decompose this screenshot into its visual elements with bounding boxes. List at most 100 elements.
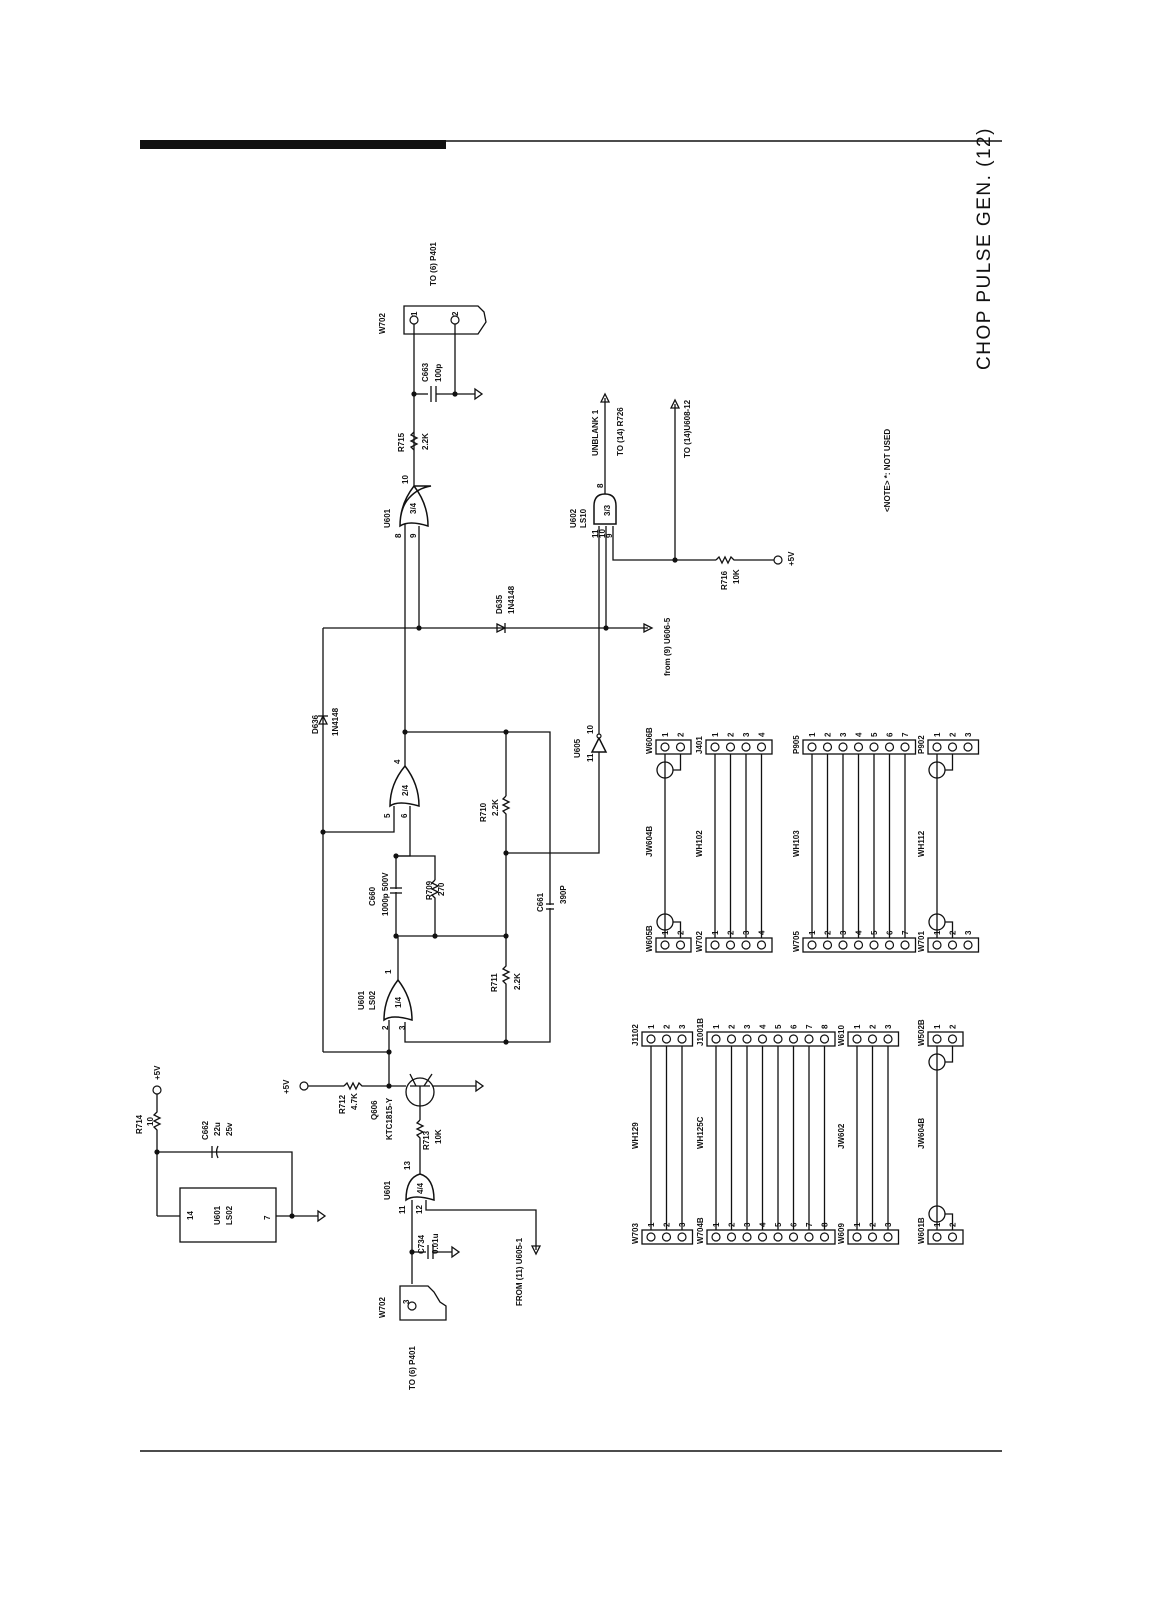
- svg-text:6: 6: [400, 813, 409, 818]
- svg-text:Q606: Q606: [370, 1100, 379, 1120]
- connector-pin: [804, 1232, 814, 1242]
- pin-label: 3: [964, 732, 973, 737]
- u601-gate-4-4: 4/4 U601 11 12 13: [383, 1161, 435, 1214]
- pin-label: 1: [661, 732, 670, 737]
- connector-pin: [646, 1232, 656, 1242]
- svg-text:C734: C734: [417, 1234, 426, 1254]
- pin-label: 5: [870, 732, 879, 737]
- connector-header: [655, 937, 692, 953]
- svg-text:7: 7: [263, 1215, 272, 1220]
- connector-pin: [742, 1034, 752, 1044]
- svg-text:11: 11: [591, 529, 600, 538]
- connector-pin: [883, 1232, 893, 1242]
- connector-pin: [675, 742, 686, 752]
- c734-capacitor: C734 0.01u: [417, 1233, 452, 1259]
- connector-pin: [947, 1034, 958, 1044]
- ref-to-p401-top: TO (6) P401: [429, 242, 438, 286]
- r709-resistor: R709 270: [425, 879, 446, 936]
- ref-to-r726: TO (14) R726: [616, 407, 625, 456]
- w702-bottom-connector: W702 3: [378, 1285, 447, 1321]
- connector-pin: [725, 742, 736, 752]
- connector-pin: [773, 1034, 783, 1044]
- connector-pin: [947, 940, 958, 950]
- svg-text:W702: W702: [378, 1297, 387, 1318]
- c661-capacitor: C661 390P: [536, 885, 568, 912]
- connector-pin: [932, 742, 942, 752]
- svg-text:U601: U601: [357, 990, 366, 1010]
- svg-text:1N4148: 1N4148: [507, 585, 516, 614]
- vcc-r712: +5V: [282, 1079, 291, 1094]
- connector-pin: [807, 940, 817, 950]
- connector-pin: [869, 742, 879, 752]
- header-bar-thick: [140, 140, 446, 149]
- connector-ref-top: W610: [837, 1025, 846, 1046]
- connector-pin: [660, 742, 670, 752]
- connector-pin: [884, 940, 895, 950]
- vcc-r714: +5V: [153, 1065, 162, 1080]
- connector-header: [927, 739, 980, 755]
- svg-text:3: 3: [402, 1299, 411, 1304]
- connector-header: [802, 937, 917, 953]
- connector-ref-bottom: W705: [792, 931, 801, 952]
- connector-pin: [756, 742, 767, 752]
- u601-gate-2-4: 2/4 5 6 4: [383, 759, 420, 818]
- pin-label: 6: [790, 1024, 799, 1029]
- ground-symbol: [317, 1209, 327, 1223]
- c663-capacitor: C663 100p: [421, 362, 455, 402]
- connector-pin: [883, 1034, 893, 1044]
- ground-symbol: [451, 1245, 461, 1259]
- svg-text:LS10: LS10: [579, 508, 588, 528]
- svg-text:1: 1: [384, 969, 393, 974]
- r713-resistor: R713 10K: [415, 1119, 443, 1174]
- pin-label: 3: [742, 732, 751, 737]
- connector-pin: [852, 1034, 862, 1044]
- svg-text:R709: R709: [425, 880, 434, 900]
- connector-header: [706, 1229, 836, 1245]
- q606-transistor: Q606 KTC1815-Y: [370, 1073, 435, 1140]
- connector-pin: [822, 940, 833, 950]
- svg-text:KTC1815-Y: KTC1815-Y: [385, 1097, 394, 1140]
- svg-text:1N4148: 1N4148: [331, 707, 340, 736]
- pin-label: 3: [964, 930, 973, 935]
- svg-text:2.2K: 2.2K: [491, 799, 500, 816]
- connector-pin: [838, 940, 848, 950]
- unblank-label: UNBLANK 1: [591, 409, 600, 456]
- svg-text:R710: R710: [479, 802, 488, 822]
- connector-pin: [725, 940, 736, 950]
- connector-pin: [900, 742, 910, 752]
- ref-from-u606: from (9) U606-5: [663, 617, 672, 676]
- connector-ref-top: J1001B: [696, 1018, 705, 1046]
- svg-text:R712: R712: [338, 1094, 347, 1114]
- connector-ref-top: W606B: [645, 727, 654, 754]
- connector-pin: [963, 940, 973, 950]
- ref-from-u605: FROM (11) U605-1: [515, 1237, 524, 1306]
- ground-symbol: [474, 387, 484, 401]
- svg-text:U602: U602: [569, 508, 578, 528]
- connector-ref-bottom: W605B: [645, 925, 654, 952]
- r715-resistor: R715 2.2K: [397, 431, 430, 452]
- pin-label: 8: [821, 1024, 830, 1029]
- connector-ref-bottom: W609: [837, 1223, 846, 1244]
- pin-label: 2: [727, 732, 736, 737]
- svg-text:390P: 390P: [559, 885, 568, 904]
- cable-ref: JW604B: [645, 826, 654, 857]
- connector-ref-bottom: W703: [631, 1223, 640, 1244]
- svg-text:3/3: 3/3: [603, 504, 612, 516]
- svg-text:10: 10: [586, 725, 595, 734]
- connector-pin: [867, 1034, 878, 1044]
- pin-label: 2: [728, 1024, 737, 1029]
- cable-ref: JW602: [837, 1123, 846, 1149]
- pin-label: 2: [949, 732, 958, 737]
- connector-pin: [932, 1034, 942, 1044]
- pin-label: 4: [759, 1024, 768, 1029]
- connector-pin: [756, 940, 767, 950]
- connector-pin: [807, 742, 817, 752]
- connector-pin: [788, 1232, 799, 1242]
- svg-text:13: 13: [403, 1161, 412, 1170]
- connector-header: [641, 1031, 694, 1047]
- cable-ref: WH129: [631, 1122, 640, 1149]
